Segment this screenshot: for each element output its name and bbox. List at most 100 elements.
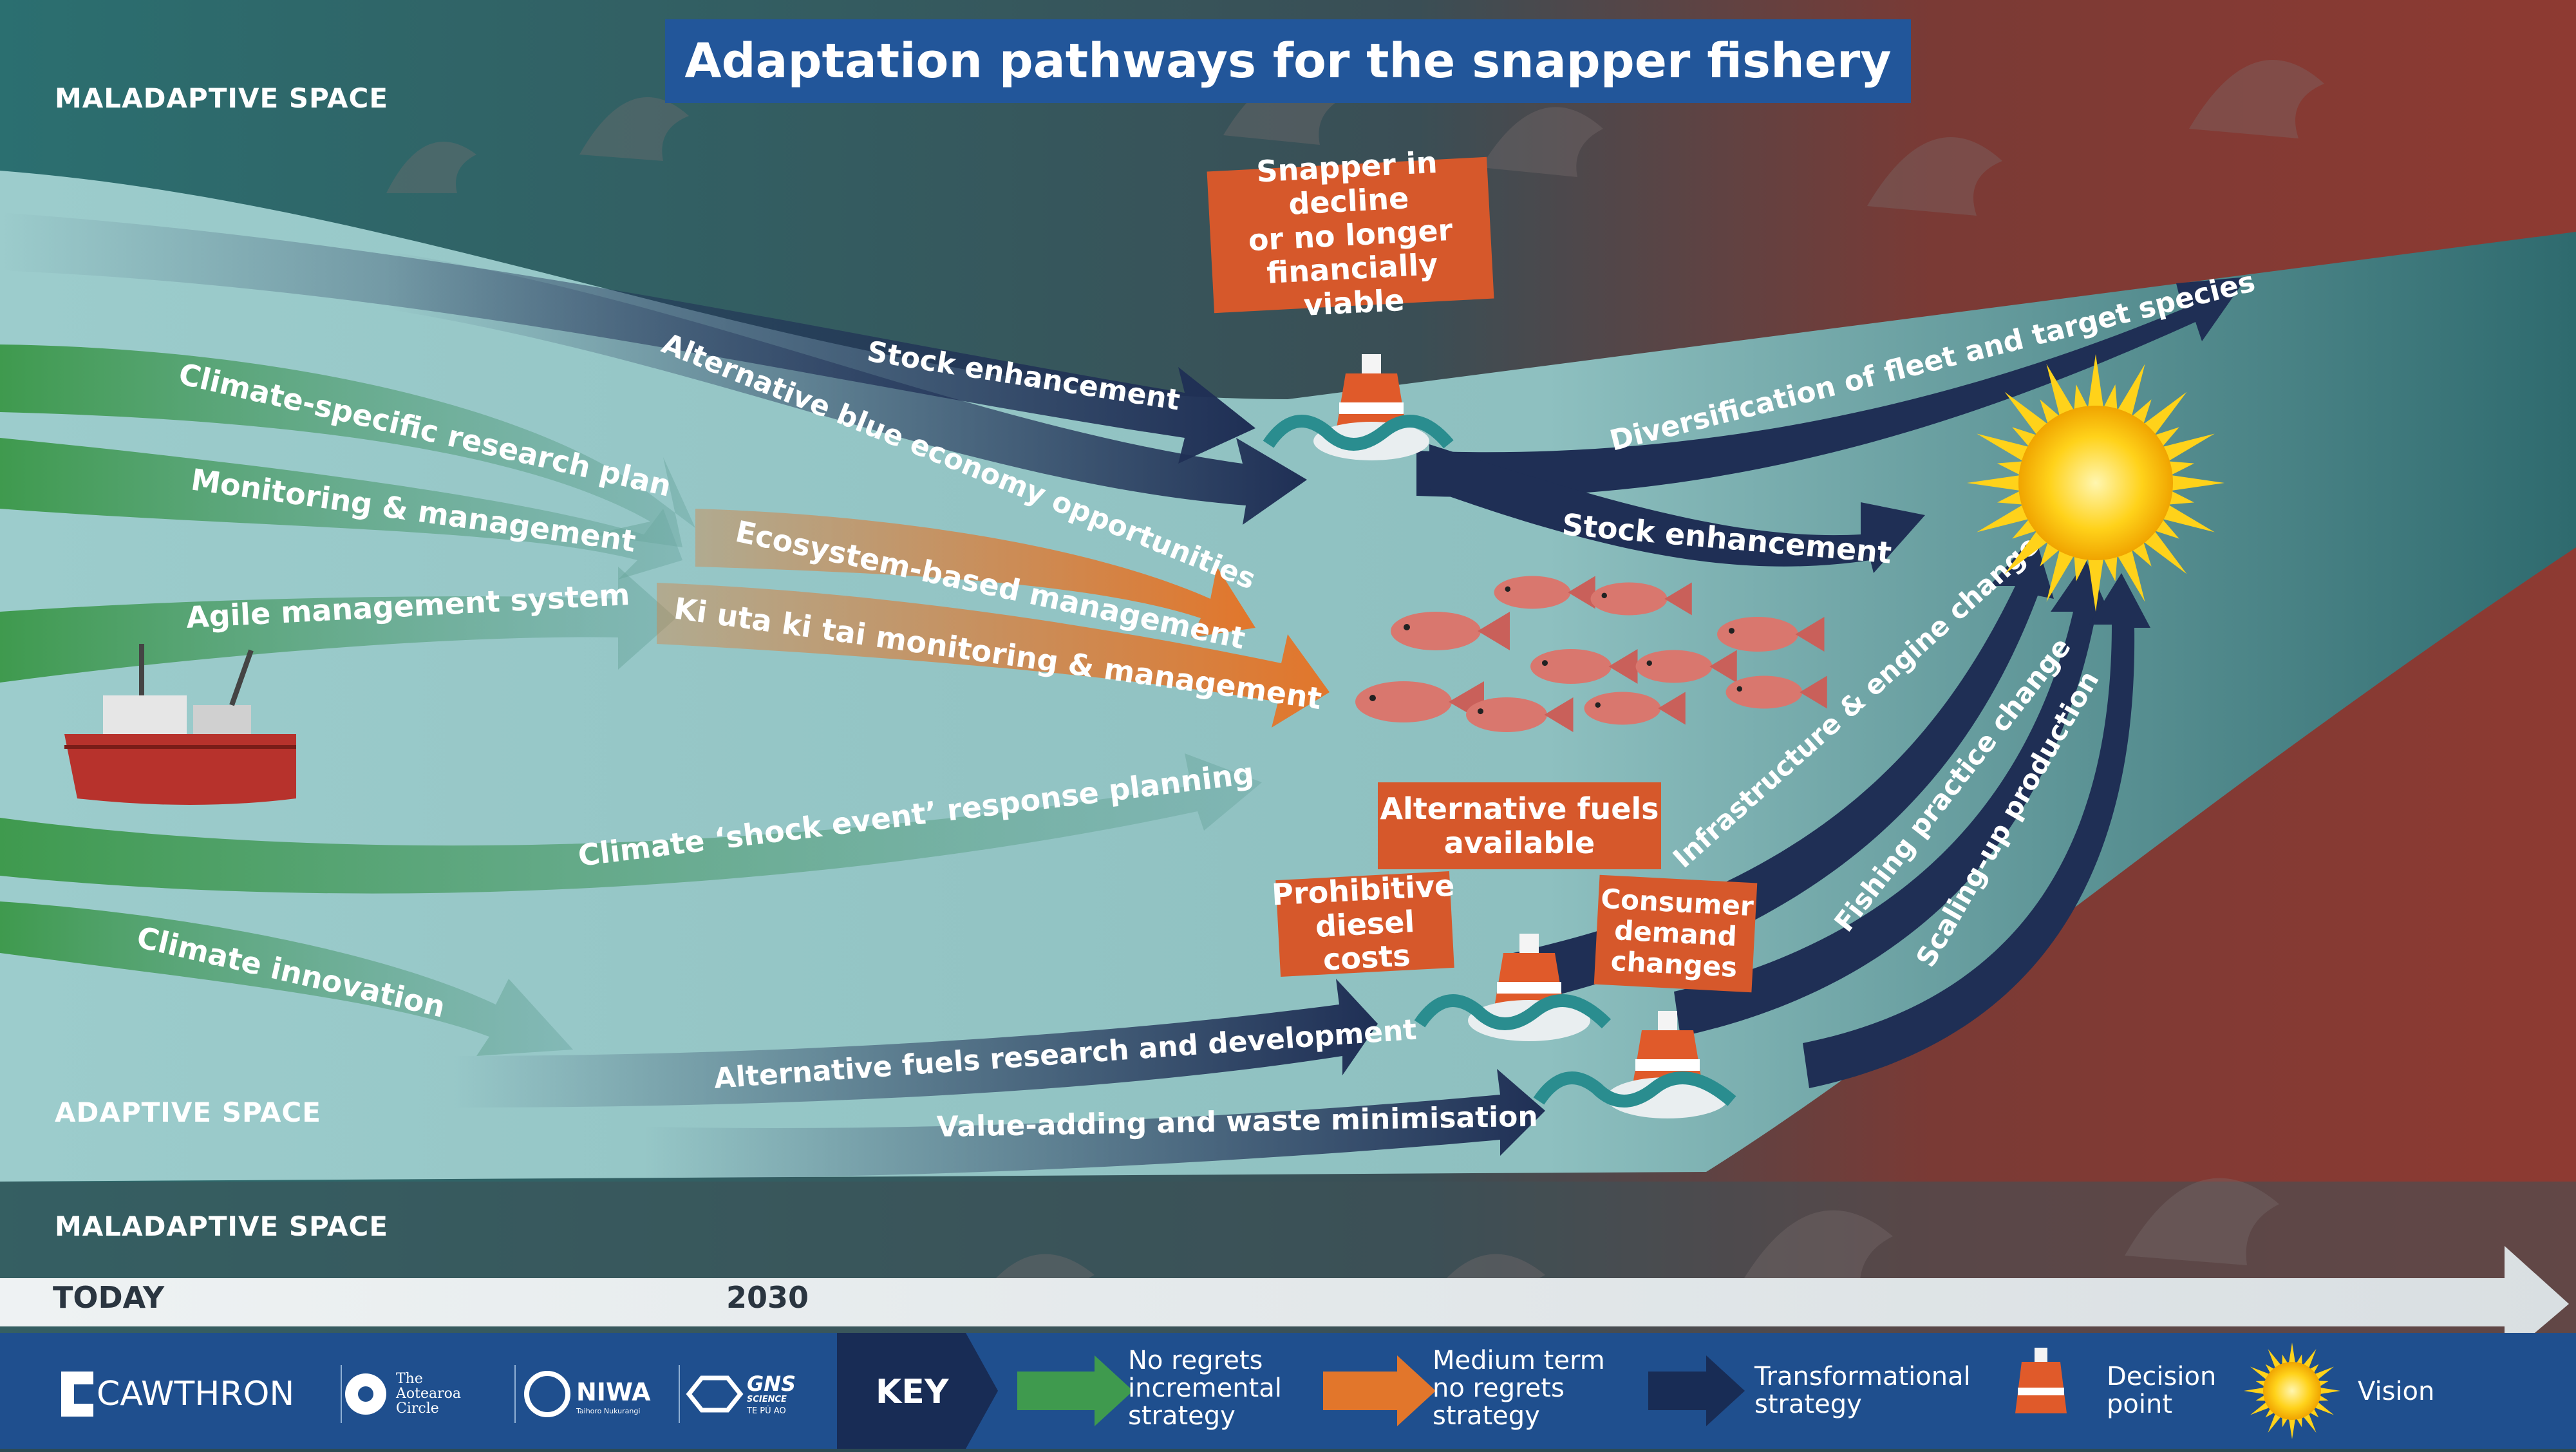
timeline-2030-label: 2030: [726, 1280, 809, 1315]
decision-consumer-demand[interactable]: Consumer demand changes: [1594, 874, 1758, 993]
key-label: KEY: [876, 1373, 949, 1411]
timeline-today-label: TODAY: [53, 1280, 165, 1315]
key-line: strategy: [1433, 1401, 1540, 1431]
key-vision: Vision: [2358, 1377, 2435, 1406]
pathway-climate-innovation[interactable]: [0, 901, 573, 1056]
cawthron-logo-icon: [61, 1372, 93, 1417]
logo-line: The: [396, 1371, 423, 1387]
pathway-shock-event[interactable]: [0, 753, 1262, 894]
snapper-fish-icon: [1530, 649, 1638, 684]
snapper-fish-icon: [1584, 692, 1686, 725]
gns-logo-text: GNS: [747, 1372, 796, 1396]
key-no-regrets: No regrets incremental strategy: [1128, 1346, 1282, 1431]
pathway-monitoring-management[interactable]: [0, 438, 682, 580]
pathway-agile-management[interactable]: [0, 567, 676, 683]
buoy-icon[interactable]: [1263, 354, 1454, 460]
maladaptive-space-top-label: MALADAPTIVE SPACE: [55, 82, 389, 114]
pathway-alt-blue-economy[interactable]: [386, 251, 1307, 525]
timeline-arrow: [0, 1246, 2569, 1359]
snapper-fish-icon: [1725, 675, 1827, 709]
sun-ray: [2317, 1387, 2340, 1395]
decision-line: available: [1443, 825, 1595, 860]
gns-logo-icon: [686, 1375, 744, 1413]
snapper-fish-icon: [1590, 582, 1692, 616]
pathway-ecosystem-management[interactable]: [695, 509, 1255, 637]
maladaptive-space-bottom-label: MALADAPTIVE SPACE: [55, 1211, 389, 1242]
sun-ray: [2114, 544, 2145, 602]
sun-ray: [2139, 526, 2187, 574]
niwa-logo-subtext: Taihoro Nukurangi: [576, 1407, 641, 1415]
decision-prohibitive-diesel[interactable]: Prohibitive diesel costs: [1271, 867, 1456, 977]
key-transformational: Transformational strategy: [1754, 1362, 1971, 1420]
sun-ray: [2288, 1416, 2296, 1439]
fishing-boat-icon: [64, 644, 296, 805]
key-line: strategy: [1754, 1390, 1862, 1420]
key-decision-point: Decision point: [2107, 1362, 2217, 1420]
pathway-scaling-up[interactable]: [1803, 573, 2150, 1088]
footer-bar: [0, 1333, 2576, 1449]
decision-line: changes: [1610, 945, 1738, 984]
pathway-climate-research-plan[interactable]: [0, 344, 695, 547]
snapper-fish-icon: [1717, 617, 1825, 652]
buoy-icon[interactable]: [1533, 1011, 1736, 1118]
snapper-fish-icon: [1635, 650, 1737, 683]
decision-snapper-decline[interactable]: Snapper in decline or no longer financia…: [1207, 145, 1494, 323]
key-line: incremental: [1128, 1373, 1282, 1404]
sun-ray: [2046, 364, 2077, 422]
key-green-arrow: [1017, 1355, 1133, 1426]
sun-ray: [2046, 544, 2077, 602]
decision-line: Alternative fuels: [1380, 791, 1659, 826]
sun-ray: [2114, 364, 2145, 422]
transformational-pathways: [0, 212, 2247, 1178]
sun-ray: [2288, 1343, 2296, 1366]
niwa-logo-text: NIWA: [576, 1378, 651, 1406]
adaptive-space-label: ADAPTIVE SPACE: [55, 1097, 321, 1128]
sun-icon: [1967, 354, 2224, 612]
sun-ray: [2157, 433, 2215, 464]
key-panel: [837, 1333, 998, 1449]
sun-ray: [2244, 1387, 2267, 1395]
sun-ray: [2087, 553, 2105, 612]
key-orange-arrow: [1323, 1355, 1436, 1426]
logo-line: Circle: [396, 1400, 439, 1417]
sun-ray: [2139, 391, 2187, 440]
snapper-fish-icon: [1466, 697, 1574, 732]
pathway-stock-enhancement-2[interactable]: [1429, 444, 1925, 573]
decision-line: diesel costs: [1314, 903, 1416, 977]
gns-logo-subtext-2: TE PŪ AO: [747, 1406, 786, 1416]
pathway-infrastructure[interactable]: [1513, 534, 2054, 1004]
snapper-school: [1355, 576, 1827, 732]
page-title: Adaptation pathways for the snapper fish…: [665, 19, 1911, 103]
cawthron-logo-text: CAWTHRON: [97, 1375, 295, 1413]
sun-ray: [2087, 354, 2105, 413]
key-navy-arrow: [1648, 1355, 1745, 1426]
key-line: Transformational: [1754, 1362, 1971, 1391]
sun-ray: [2166, 474, 2224, 492]
aotearoa-circle-logo-text: The Aotearoa Circle: [396, 1372, 461, 1416]
key-line: point: [2107, 1390, 2173, 1420]
key-medium-term: Medium term no regrets strategy: [1433, 1346, 1605, 1431]
key-buoy-icon: [2015, 1348, 2067, 1413]
buoy-icon[interactable]: [1414, 934, 1612, 1041]
sun-ray: [1967, 474, 2026, 492]
key-sun-icon: [2244, 1343, 2340, 1439]
no-regrets-pathways: [0, 344, 1262, 1056]
key-line: Medium term: [1433, 1346, 1605, 1375]
gns-logo-subtext: SCIENCE: [747, 1395, 787, 1404]
medium-term-pathways: [657, 509, 1330, 728]
sun-ray: [2004, 526, 2053, 574]
key-line: no regrets: [1433, 1373, 1565, 1404]
pathway-ki-uta-ki-tai[interactable]: [657, 583, 1330, 728]
niwa-logo-icon: [524, 1371, 570, 1417]
pathway-alt-fuels-rd[interactable]: [451, 979, 1378, 1108]
key-line: Decision: [2107, 1362, 2217, 1391]
key-line: strategy: [1128, 1401, 1236, 1431]
pathway-value-adding[interactable]: [644, 1069, 1545, 1178]
snapper-fish-icon: [1494, 576, 1595, 609]
sun-ray: [1977, 433, 2035, 464]
decision-alt-fuels-available[interactable]: Alternative fuels available: [1378, 782, 1661, 869]
sun-ray: [1977, 502, 2035, 533]
snapper-fish-icon: [1391, 612, 1510, 650]
key-line: No regrets: [1128, 1346, 1263, 1375]
